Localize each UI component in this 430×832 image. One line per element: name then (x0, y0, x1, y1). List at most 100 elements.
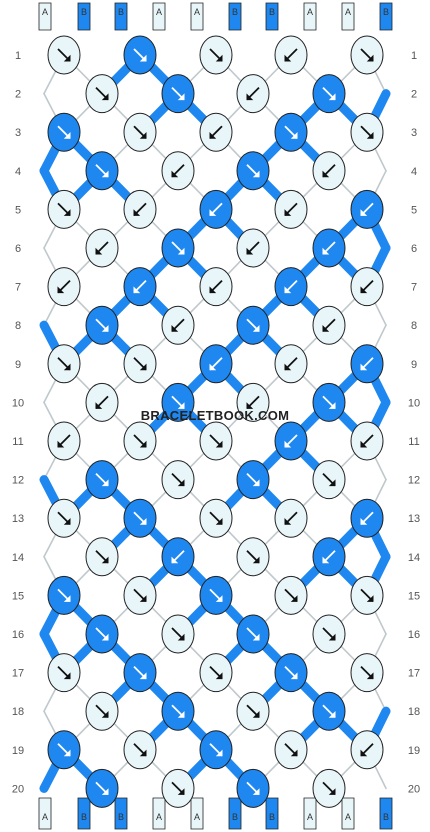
row-number-left: 15 (12, 590, 24, 602)
knot (85, 151, 119, 191)
row-number-right: 9 (411, 359, 417, 371)
backward-knot-arrow-icon (209, 286, 217, 294)
top-strand-label: A (345, 7, 351, 17)
forward-knot-arrow-icon (63, 517, 71, 525)
bottom-strand-tail (114, 797, 128, 830)
row-number-right: 16 (408, 629, 420, 641)
knot (350, 498, 384, 538)
bottom-strand-label: B (232, 812, 238, 822)
backward-knot-arrow-icon (360, 749, 368, 757)
knot (236, 691, 270, 731)
backward-knot-arrow-icon (284, 286, 292, 294)
knot (199, 421, 233, 461)
backward-knot-arrow-icon (284, 363, 292, 371)
forward-knot-arrow-icon (101, 633, 109, 641)
bottom-strand-tail (38, 797, 52, 830)
backward-knot-arrow-icon (209, 363, 217, 371)
row-number-right: 1 (411, 50, 417, 62)
top-strand-tail (303, 2, 317, 31)
row-number-right: 2 (411, 89, 417, 101)
knot (85, 382, 119, 422)
forward-knot-arrow-icon (177, 93, 185, 101)
forward-knot-arrow-icon (101, 170, 109, 178)
knot (123, 730, 157, 770)
knot (312, 537, 346, 577)
forward-knot-arrow-icon (101, 710, 109, 718)
row-number-right: 11 (408, 436, 419, 448)
knot (199, 653, 233, 693)
knot (85, 691, 119, 731)
knot (85, 74, 119, 114)
backward-knot-arrow-icon (171, 170, 179, 178)
forward-knot-arrow-icon (139, 363, 147, 371)
knot (47, 498, 81, 538)
forward-knot-arrow-icon (215, 440, 223, 448)
backward-knot-arrow-icon (360, 363, 368, 371)
backward-knot-arrow-icon (360, 440, 368, 448)
forward-knot-arrow-icon (290, 131, 298, 139)
row-number-right: 18 (408, 706, 420, 718)
forward-knot-arrow-icon (101, 479, 109, 487)
knot (123, 575, 157, 615)
knot (350, 653, 384, 693)
forward-knot-arrow-icon (101, 788, 109, 795)
knot (236, 460, 270, 500)
row-number-left: 18 (12, 706, 24, 718)
top-strand-tail (152, 2, 166, 31)
watermark-text: BRACELETBOOK.COM (141, 408, 290, 423)
row-number-left: 9 (15, 359, 21, 371)
bottom-strand-tail (341, 797, 355, 830)
top-strand-tail (77, 2, 91, 31)
knot (312, 614, 346, 654)
row-number-right: 8 (411, 320, 417, 332)
knot (85, 228, 119, 268)
forward-knot-arrow-icon (215, 54, 223, 62)
knot (199, 267, 233, 307)
top-strand-label: B (81, 7, 87, 17)
forward-knot-arrow-icon (290, 672, 298, 680)
knot (350, 112, 384, 152)
backward-knot-arrow-icon (133, 209, 141, 216)
bottom-strand-label: A (156, 812, 162, 822)
backward-knot-arrow-icon (246, 93, 254, 101)
knot (350, 575, 384, 615)
row-number-left: 4 (15, 166, 21, 178)
top-strand-label: B (118, 7, 124, 17)
knot (312, 768, 346, 808)
forward-knot-arrow-icon (177, 402, 185, 409)
knot (236, 74, 270, 114)
bottom-strand-label: A (307, 812, 313, 822)
knot (199, 498, 233, 538)
forward-knot-arrow-icon (328, 633, 336, 641)
knot (350, 730, 384, 770)
forward-knot-arrow-icon (328, 788, 336, 795)
knot (350, 189, 384, 229)
knot (274, 421, 308, 461)
forward-knot-arrow-icon (139, 131, 147, 139)
knot (47, 35, 81, 75)
knot (47, 653, 81, 693)
knot (123, 267, 157, 307)
backward-knot-arrow-icon (360, 209, 368, 216)
forward-knot-arrow-icon (366, 54, 374, 62)
forward-knot-arrow-icon (252, 479, 260, 487)
knot-layer (47, 35, 384, 808)
forward-knot-arrow-icon (252, 788, 260, 795)
knot (274, 344, 308, 384)
forward-knot-arrow-icon (177, 247, 185, 255)
knot (199, 575, 233, 615)
forward-knot-arrow-icon (328, 402, 336, 409)
top-strand-tail (265, 2, 279, 31)
knot (274, 35, 308, 75)
knot (123, 35, 157, 75)
forward-knot-arrow-icon (290, 595, 298, 602)
forward-knot-arrow-icon (177, 633, 185, 641)
backward-knot-arrow-icon (322, 247, 330, 255)
bottom-strand-label: B (383, 812, 389, 822)
forward-knot-arrow-icon (63, 672, 71, 680)
knot (350, 421, 384, 461)
knot (123, 421, 157, 461)
knot (274, 498, 308, 538)
row-number-right: 19 (408, 745, 420, 757)
forward-knot-arrow-icon (101, 324, 109, 332)
